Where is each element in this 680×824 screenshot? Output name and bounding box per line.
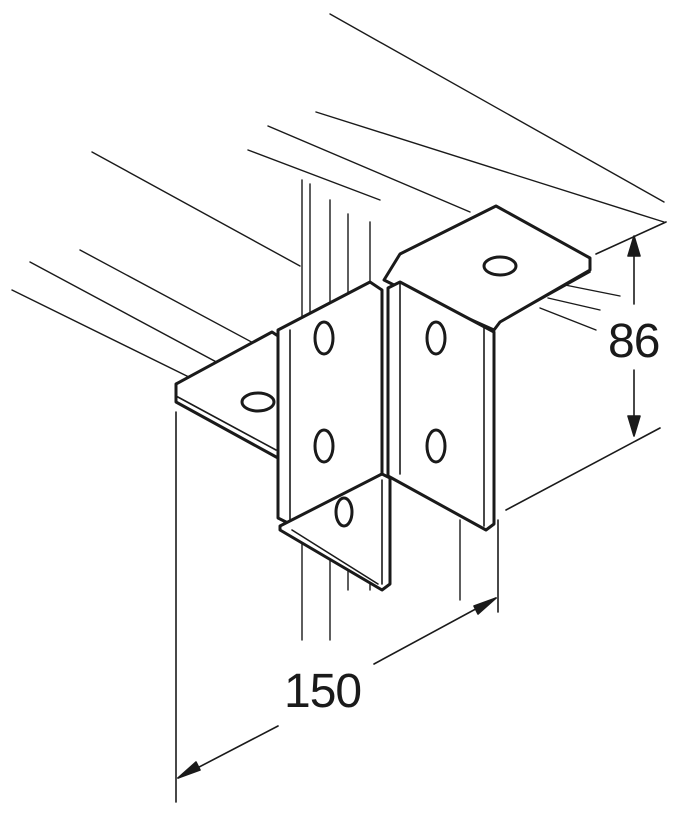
left-flange-hole [240, 391, 276, 413]
left-plate-hole-top [313, 320, 335, 356]
right-flange-hole [482, 255, 518, 277]
left-plate-hole-bottom [313, 428, 335, 464]
width-dimension [175, 411, 499, 803]
height-dimension [505, 221, 667, 511]
height-dimension-label: 86 [608, 315, 660, 368]
width-dimension-label: 150 [284, 665, 362, 718]
bottom-tongue [278, 472, 392, 592]
right-plate-hole-bottom [425, 428, 447, 464]
bottom-tongue-hole [334, 496, 354, 528]
center-seam [381, 287, 389, 477]
right-plate-hole-top [425, 320, 447, 356]
beam-lines [11, 13, 665, 413]
